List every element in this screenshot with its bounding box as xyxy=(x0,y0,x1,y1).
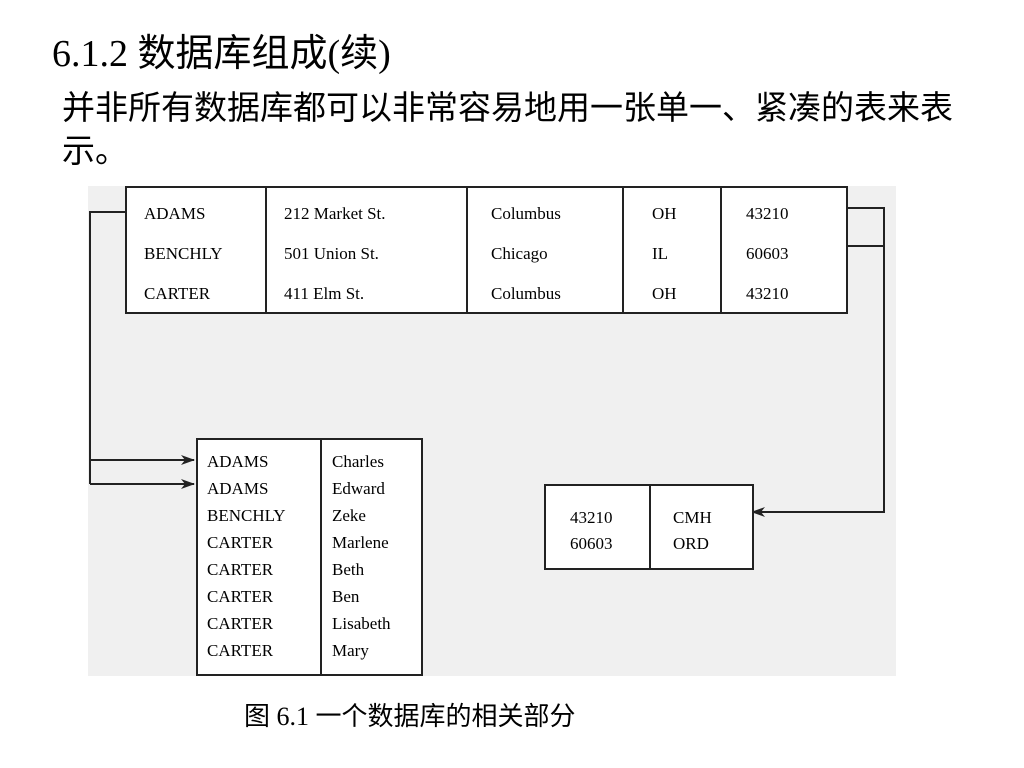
table-cell: Zeke xyxy=(332,506,366,525)
table-cell: ADAMS xyxy=(207,479,269,498)
address-table: ADAMS BENCHLY CARTER 212 Market St. 501 … xyxy=(125,186,848,314)
column-first-name: Charles Edward Zeke Marlene Beth Ben Lis… xyxy=(322,440,421,674)
figure-caption: 图 6.1 一个数据库的相关部分 xyxy=(244,702,576,731)
table-cell: Chicago xyxy=(491,244,548,263)
table-cell: Mary xyxy=(332,641,369,660)
column-airport-code: CMH ORD xyxy=(651,486,752,568)
table-cell: Marlene xyxy=(332,533,389,552)
table-cell: Lisabeth xyxy=(332,614,391,633)
table-cell: ORD xyxy=(673,534,709,553)
table-cell: CARTER xyxy=(207,560,274,579)
table-cell: ADAMS xyxy=(144,204,206,223)
table-cell: 60603 xyxy=(570,534,613,553)
table-cell: ADAMS xyxy=(207,452,269,471)
column-city: Columbus Chicago Columbus xyxy=(468,188,624,312)
table-cell: Edward xyxy=(332,479,385,498)
relationship-connectors xyxy=(89,207,885,517)
column-state: OH IL OH xyxy=(624,188,722,312)
table-cell: 43210 xyxy=(570,508,613,527)
table-cell: 43210 xyxy=(746,204,789,223)
table-cell: Columbus xyxy=(491,204,561,223)
table-cell: CARTER xyxy=(144,284,211,303)
table-cell: Charles xyxy=(332,452,384,471)
table-cell: OH xyxy=(652,204,677,223)
column-zip: 43210 60603 43210 xyxy=(722,188,846,312)
table-cell: BENCHLY xyxy=(144,244,223,263)
table-cell: Columbus xyxy=(491,284,561,303)
table-cell: 501 Union St. xyxy=(284,244,379,263)
table-cell: Beth xyxy=(332,560,365,579)
table-cell: Ben xyxy=(332,587,360,606)
connector-left-bracket xyxy=(89,211,126,484)
table-cell: CARTER xyxy=(207,641,274,660)
column-street: 212 Market St. 501 Union St. 411 Elm St. xyxy=(267,188,468,312)
table-cell: CMH xyxy=(673,508,712,527)
slide-text: 并非所有数据库都可以非常容易地用一张单一、紧凑的表来表示。 xyxy=(62,91,953,170)
column-zip: 43210 60603 xyxy=(546,486,651,568)
table-cell: CARTER xyxy=(207,533,274,552)
table-cell: BENCHLY xyxy=(207,506,286,525)
table-cell: 60603 xyxy=(746,244,789,263)
connector-right-bracket xyxy=(751,207,885,517)
slide-title: 6.1.2 数据库组成(续) xyxy=(52,33,391,75)
zip-code-table: 43210 60603 CMH ORD xyxy=(544,484,754,570)
column-last-name: ADAMS BENCHLY CARTER xyxy=(127,188,267,312)
table-cell: IL xyxy=(652,244,669,263)
table-cell: 411 Elm St. xyxy=(284,284,365,303)
table-cell: CARTER xyxy=(207,587,274,606)
table-cell: 212 Market St. xyxy=(284,204,386,223)
table-cell: 43210 xyxy=(746,284,789,303)
table-cell: OH xyxy=(652,284,677,303)
database-figure: ADAMS BENCHLY CARTER 212 Market St. 501 … xyxy=(88,186,896,676)
table-cell: CARTER xyxy=(207,614,274,633)
column-last-name: ADAMS ADAMS BENCHLY CARTER CARTER CARTER… xyxy=(198,440,322,674)
name-table: ADAMS ADAMS BENCHLY CARTER CARTER CARTER… xyxy=(196,438,423,676)
